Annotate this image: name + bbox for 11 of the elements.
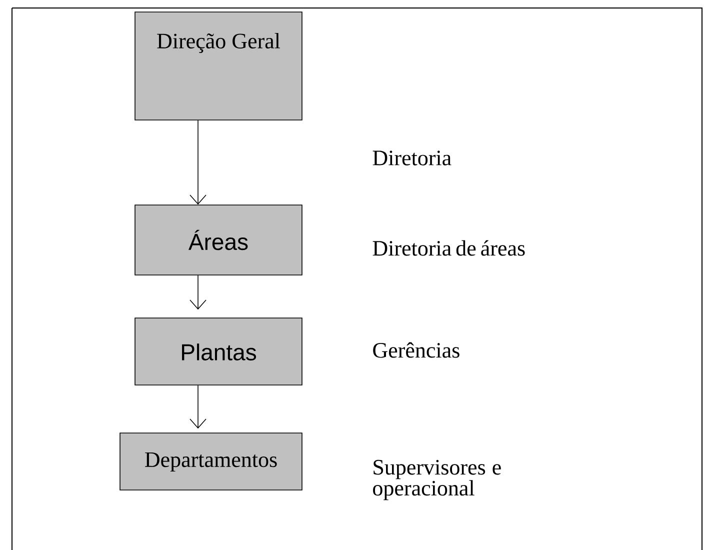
level-label: Diretoria	[372, 150, 452, 166]
level-box: Plantas	[134, 318, 302, 386]
arrow	[190, 385, 206, 429]
level-label: Diretoria de áreas	[372, 240, 525, 256]
level-box: Direção Geral	[134, 12, 302, 120]
level-label: Gerências	[373, 342, 460, 358]
level-label: Supervisores e operacional	[373, 460, 501, 500]
level-box: Áreas	[134, 204, 302, 276]
arrow	[190, 120, 206, 205]
arrow	[190, 275, 206, 310]
level-box: Departamentos	[120, 432, 302, 490]
